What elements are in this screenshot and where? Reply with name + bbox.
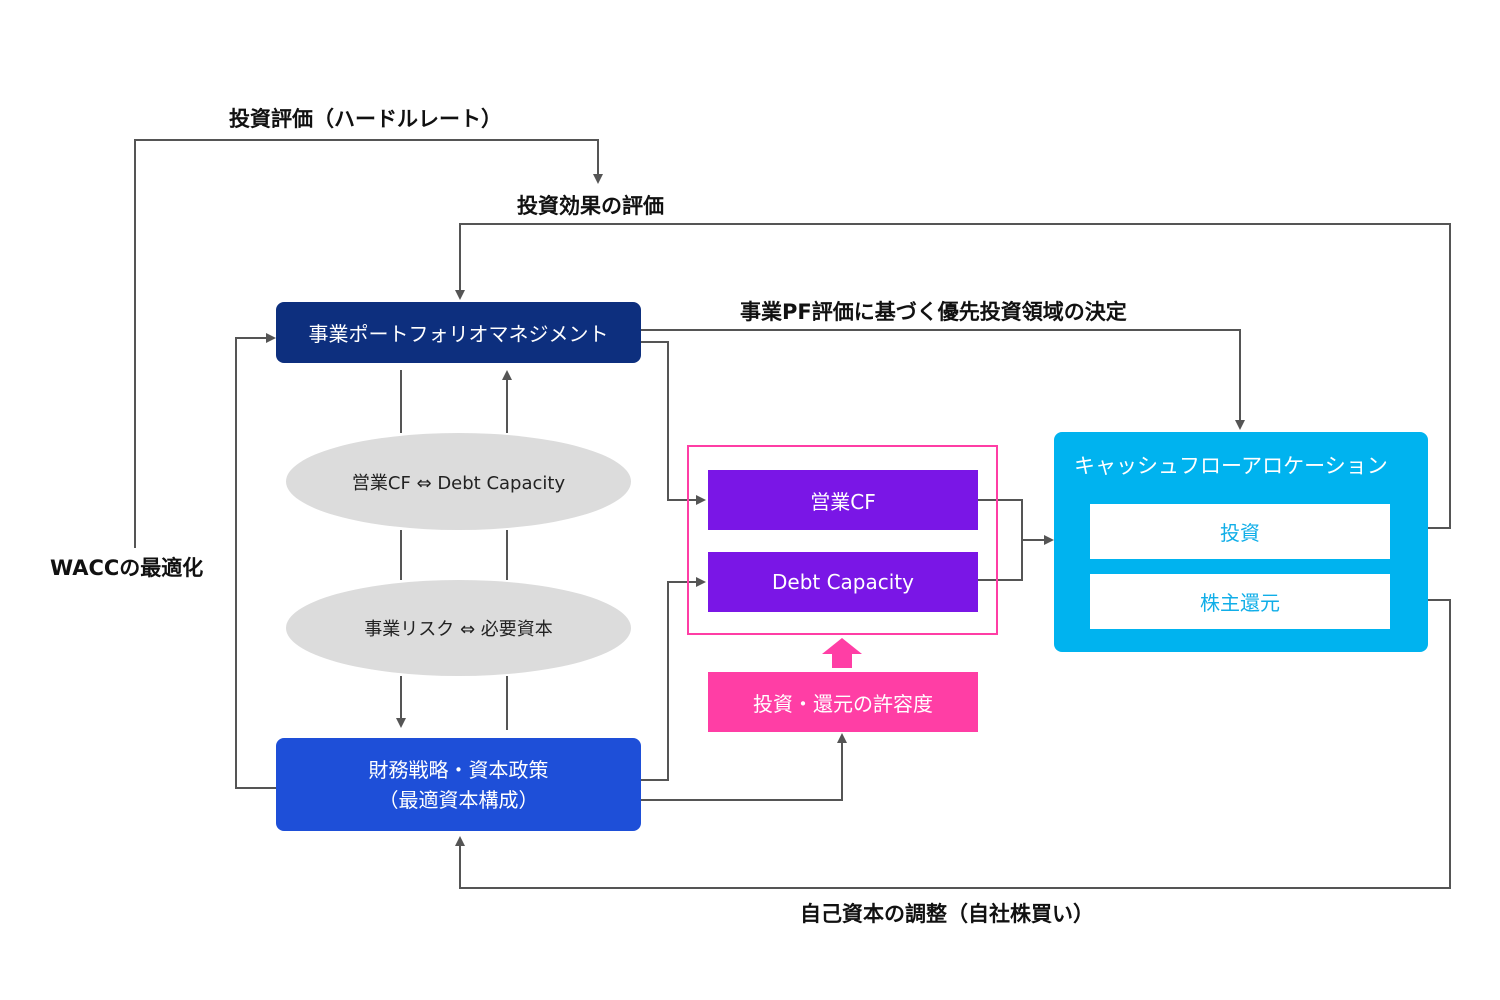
investment-box: 投資 (1090, 504, 1390, 559)
arrow-portfolio-to-operating-cf (641, 341, 706, 505)
oval-cf-debt-label: 営業CF ⇔ Debt Capacity (351, 472, 566, 494)
operating-cf-box: 営業CF (708, 470, 978, 530)
portfolio-management-box: 事業ポートフォリオマネジメント (276, 302, 641, 363)
cash-allocation-box: キャッシュフローアロケーション 投資 株主還元 (1054, 432, 1428, 652)
arrow-return-to-financial (455, 599, 1451, 889)
oval-risk-capital-label: 事業リスク ⇔ 必要資本 (364, 619, 553, 640)
debt-capacity-box: Debt Capacity (708, 552, 978, 612)
financial-strategy-line2: （最適資本構成） (378, 787, 539, 812)
financial-strategy-line1: 財務戦略・資本政策 (368, 757, 549, 782)
portfolio-management-label: 事業ポートフォリオマネジメント (308, 322, 609, 346)
label-hurdle-rate: 投資評価（ハードルレート） (229, 107, 502, 131)
arrow-investment-to-portfolio (455, 223, 1451, 529)
arrow-financial-to-tolerance (641, 733, 847, 801)
label-investment-effect: 投資効果の評価 (517, 194, 664, 218)
tolerance-box: 投資・還元の許容度 (708, 672, 978, 732)
financial-strategy-box: 財務戦略・資本政策 （最適資本構成） (276, 738, 641, 831)
label-equity-adjust: 自己資本の調整（自社株買い） (800, 902, 1094, 926)
cash-allocation-title: キャッシュフローアロケーション (1074, 454, 1388, 478)
arrow-portfolio-to-allocation (641, 329, 1245, 430)
operating-cf-label: 営業CF (810, 489, 876, 514)
oval-cf-debt: 営業CF ⇔ Debt Capacity (286, 433, 631, 530)
pink-up-arrow (822, 638, 862, 668)
investment-label: 投資 (1220, 521, 1260, 545)
shareholder-return-label: 株主還元 (1200, 591, 1280, 615)
merge-cf-line (978, 499, 1023, 540)
arrow-financial-to-portfolio (235, 333, 276, 789)
shareholder-return-box: 株主還元 (1090, 574, 1390, 629)
arrow-wacc-to-investment-effect (134, 139, 603, 548)
arrow-financial-to-debt (641, 577, 706, 781)
oval-risk-capital: 事業リスク ⇔ 必要資本 (286, 580, 631, 676)
tolerance-label: 投資・還元の許容度 (753, 691, 933, 716)
debt-capacity-label: Debt Capacity (771, 570, 914, 594)
label-wacc: WACCの最適化 (50, 556, 204, 580)
label-priority-decision: 事業PF評価に基づく優先投資領域の決定 (740, 300, 1127, 324)
merge-debt-line (978, 540, 1023, 581)
pink-frame (687, 445, 998, 635)
